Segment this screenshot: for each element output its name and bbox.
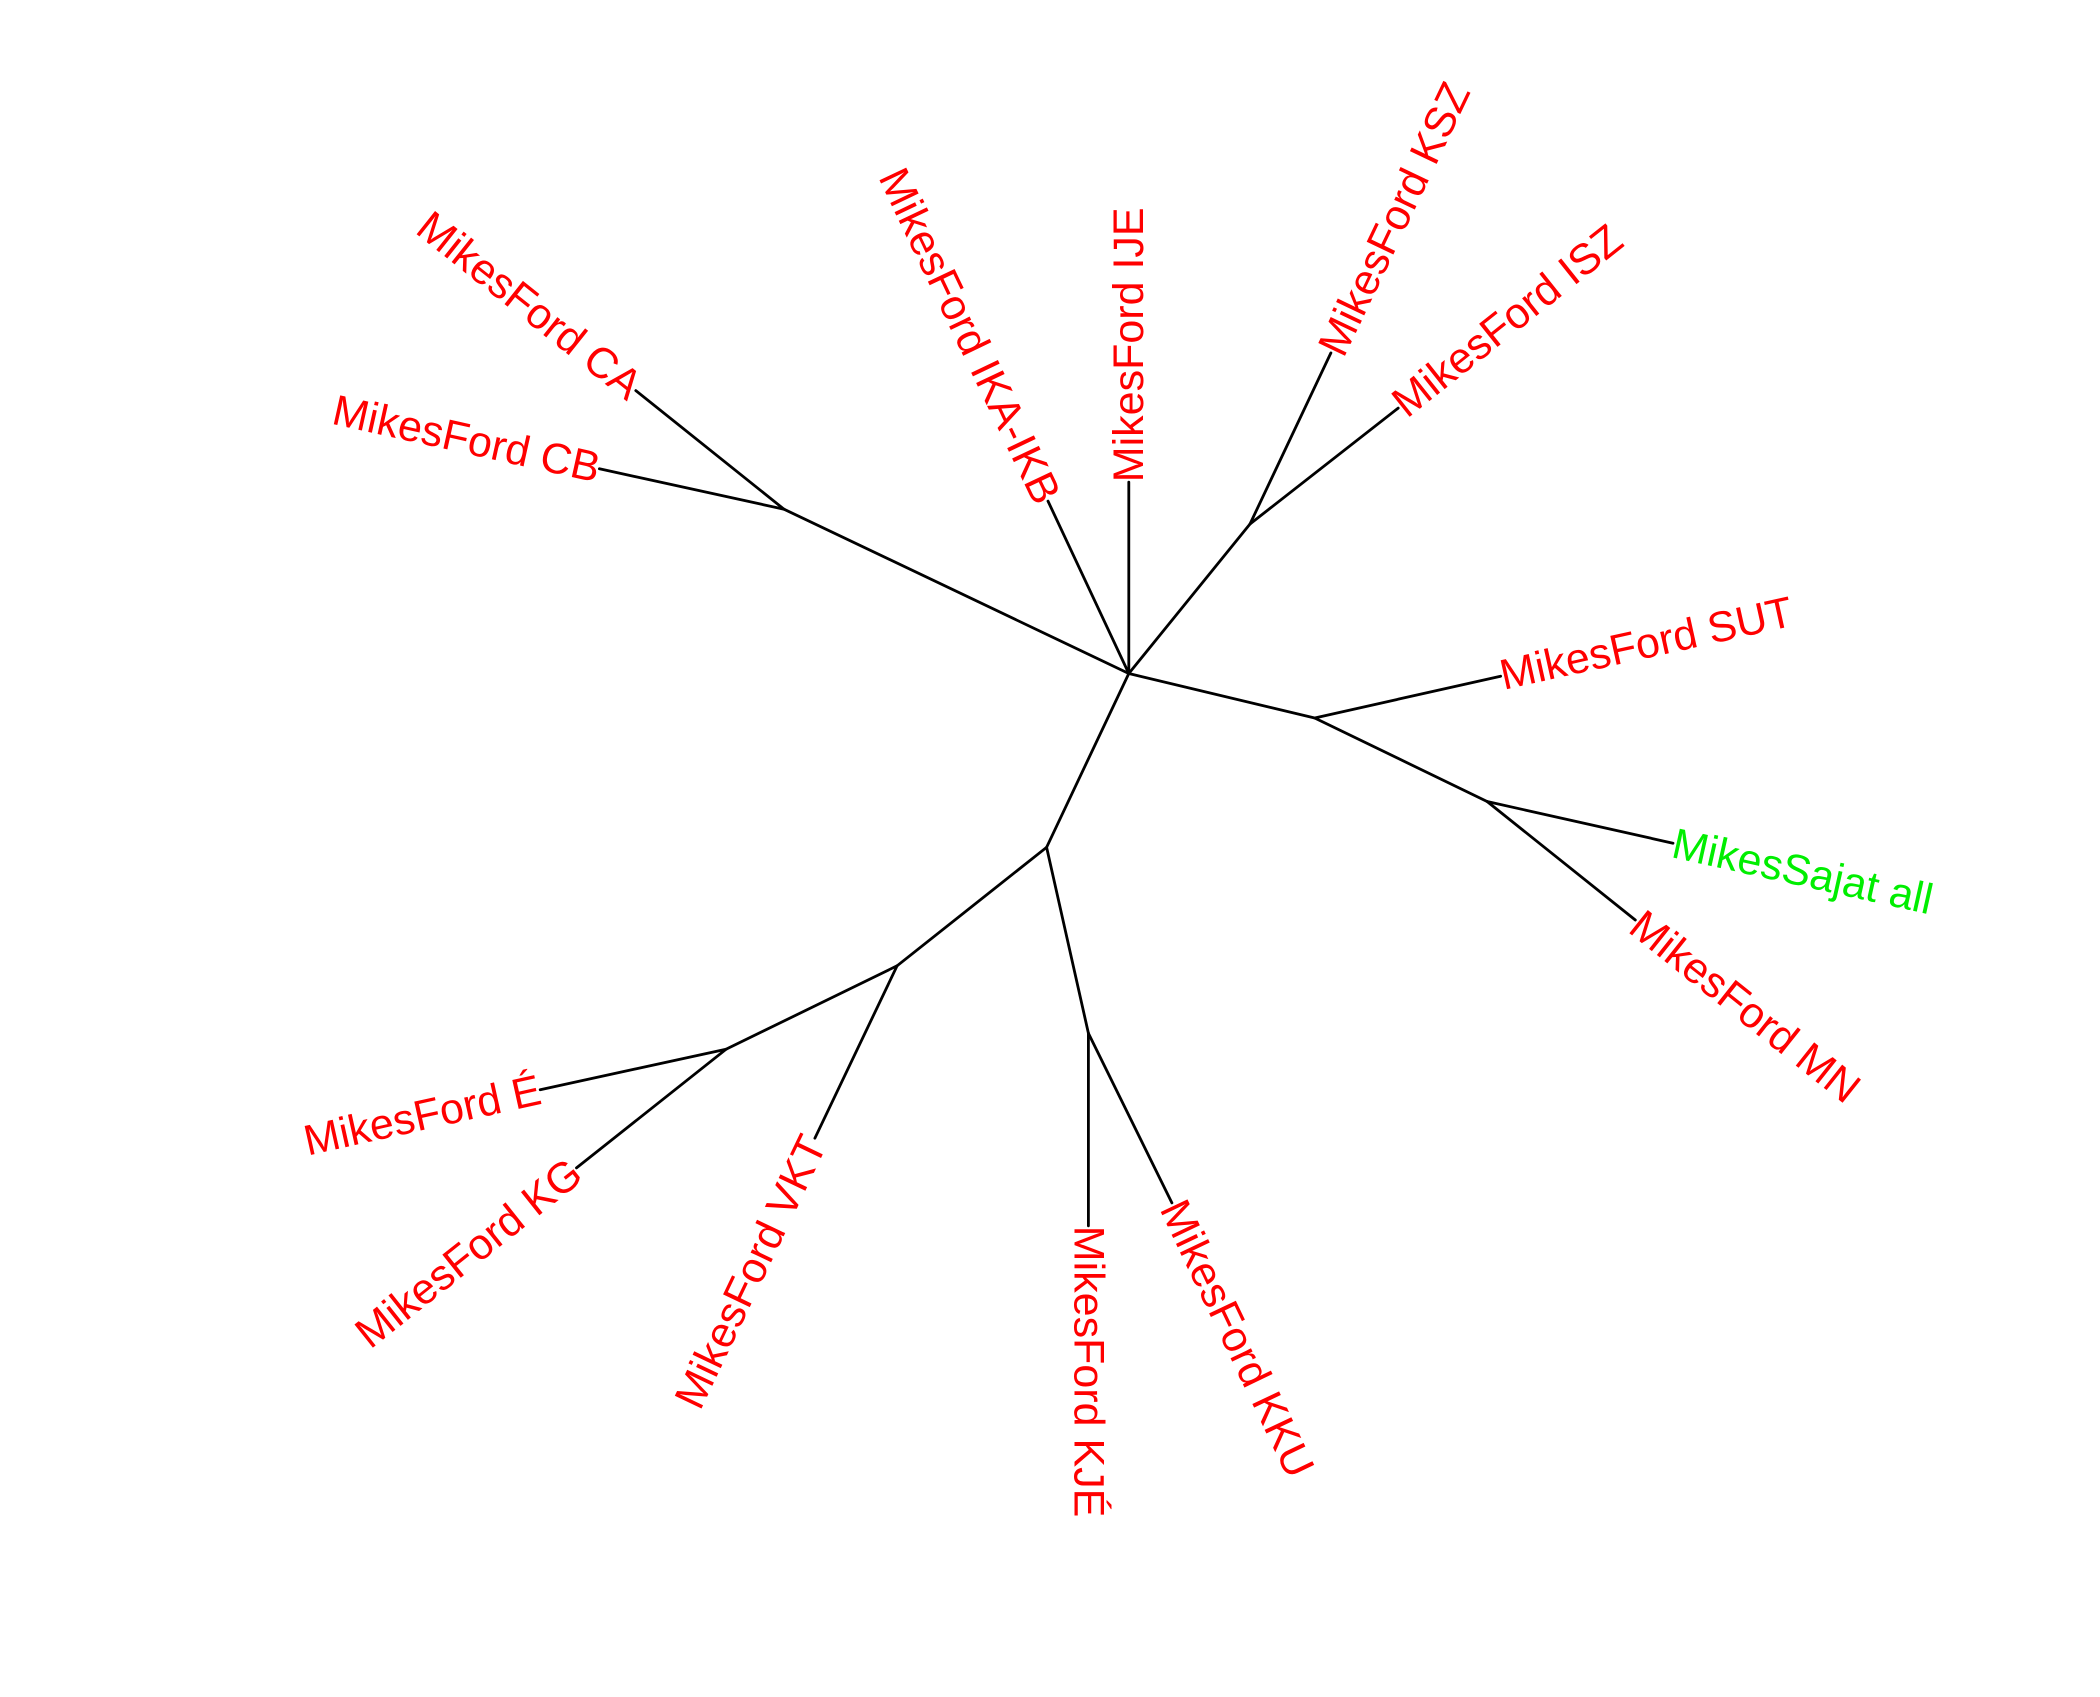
tip-label-mn: MikesFord MN: [1620, 901, 1869, 1113]
tree-branches: [538, 351, 1675, 1228]
tip-label-kg: MikesFord KG: [347, 1149, 592, 1358]
branch-lower-left-clade: [895, 845, 1048, 968]
branch-sajat: [1485, 800, 1675, 845]
tip-label-kku: MikesFord KKU: [1150, 1193, 1323, 1485]
tip-label-isz: MikesFord ISZ: [1383, 215, 1632, 427]
tip-label-ije: MikesFord IJE: [1105, 207, 1153, 482]
tip-label-kje: MikesFord KJÉ: [1064, 1226, 1112, 1518]
tip-label-e: MikesFord É: [299, 1066, 545, 1165]
branch-root-ksz-isz: [1127, 522, 1252, 675]
tip-label-cb: MikesFord CB: [328, 386, 604, 492]
branch-mn: [1485, 800, 1637, 922]
branch-root-lower-clade: [1045, 672, 1131, 849]
branch-isz: [1248, 406, 1400, 526]
tip-label-sajat: MikesSajat all: [1668, 820, 1937, 924]
branch-ksz: [1248, 351, 1333, 526]
tip-label-vkt: MikesFord VKT: [666, 1128, 837, 1416]
branch-e: [538, 1047, 728, 1092]
branch-cb: [598, 467, 786, 511]
branch-e-kg-clade: [724, 964, 899, 1051]
branch-root-right-clade: [1127, 672, 1317, 720]
branch-sajat-mn-clade: [1313, 716, 1489, 803]
branch-kg: [575, 1047, 728, 1170]
branch-vkt: [813, 964, 899, 1140]
branch-ca: [634, 389, 786, 511]
tip-label-sut: MikesFord SUT: [1495, 588, 1797, 700]
branch-kku: [1087, 1031, 1174, 1205]
tip-label-ika: MikesFord IKA-IKB: [869, 161, 1070, 512]
branch-ika: [1046, 499, 1131, 675]
branch-sut: [1313, 674, 1502, 720]
branch-kku-kje-clade: [1045, 845, 1090, 1035]
tip-label-ksz: MikesFord KSZ: [1309, 75, 1480, 363]
tip-label-ca: MikesFord CA: [408, 202, 651, 409]
branch-root-ca-cb: [782, 507, 1131, 675]
